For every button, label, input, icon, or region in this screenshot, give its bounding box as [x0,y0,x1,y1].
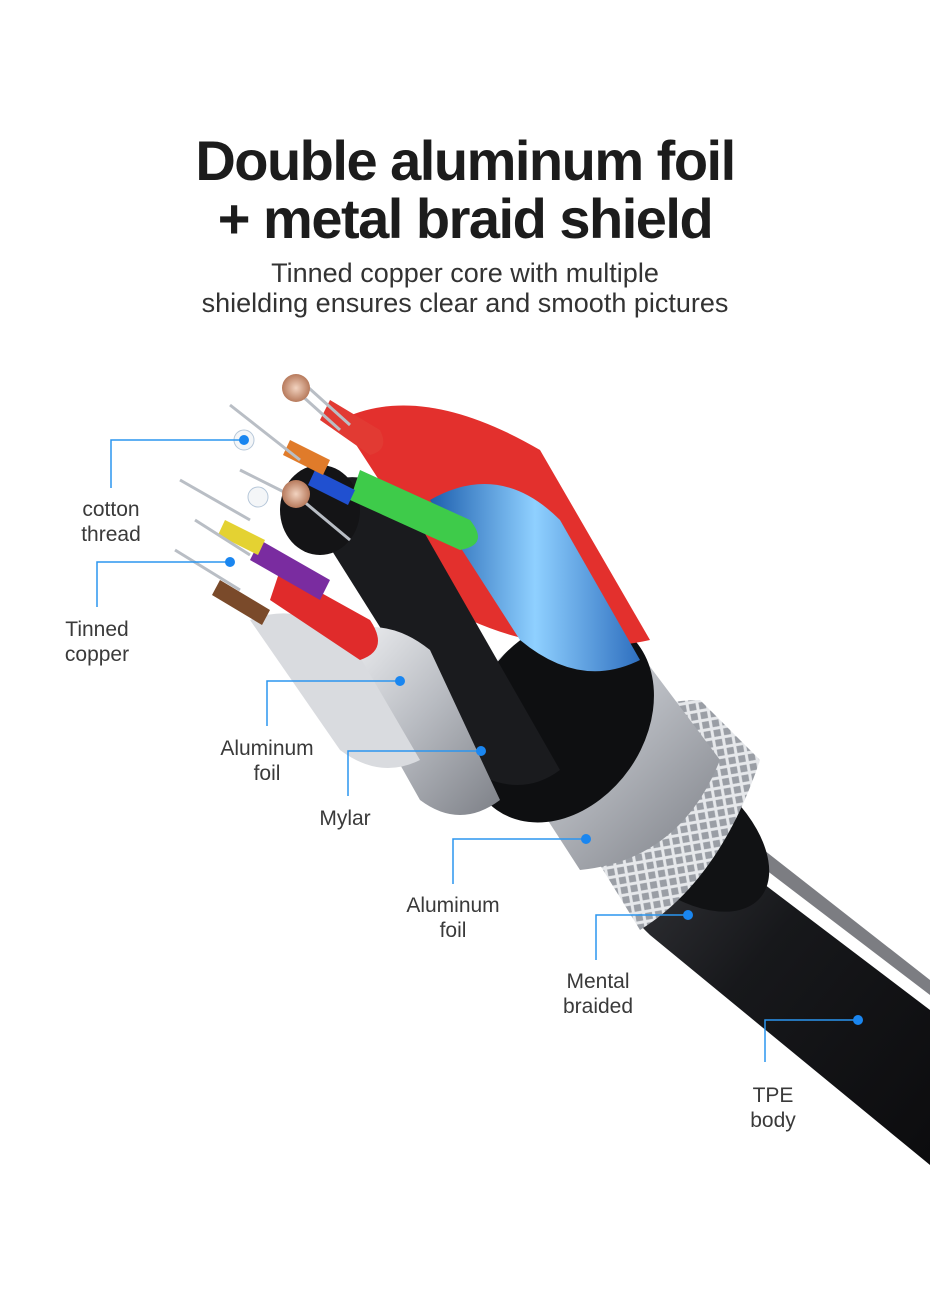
red-conductor [270,570,378,660]
subtitle-line-2: shielding ensures clear and smooth pictu… [201,288,729,318]
leader-lines [96,439,858,1062]
callout-line: copper [64,643,130,666]
black-pair-jacket [300,477,560,785]
callout-line: Aluminum [406,894,500,917]
callout-aluminum-foil-outer: Aluminum foil [406,893,499,943]
callout-line: TPE [752,1084,794,1107]
callout-line: foil [439,919,467,942]
callout-tpe-body: TPE body [750,1083,796,1133]
subtitle-line-1: Tinned copper core with multiple [271,258,659,288]
headline: Double aluminum foil + metal braid shiel… [0,132,930,248]
leader-dots [225,435,863,1025]
headline-line-2: + metal braid shield [217,187,714,250]
callout-line: thread [81,523,141,546]
blue-foil-wrap [430,484,640,672]
callout-tinned-copper: Tinned copper [65,617,129,667]
green-conductor [350,470,478,550]
callout-line: Tinned [65,618,129,641]
yellow-conductor [218,520,265,555]
callout-line: braided [562,995,634,1018]
callout-line: Mylar [319,807,371,830]
purple-conductor [250,540,330,600]
callout-line: cotton [82,498,140,521]
callout-cotton-thread: cotton thread [81,497,141,547]
callout-line: Mental [566,970,630,993]
headline-line-1: Double aluminum foil [195,129,736,192]
copper-core-end [282,374,310,402]
cotton-thread-end [247,486,269,508]
blue-conductor [308,470,355,505]
callout-aluminum-foil-inner: Aluminum foil [220,736,313,786]
brown-conductor [212,580,270,625]
callout-line: Aluminum [220,737,314,760]
foil-pair [250,613,420,768]
mylar-pair [330,627,500,815]
subtitle: Tinned copper core with multiple shieldi… [0,258,930,318]
callout-mylar: Mylar [319,806,370,831]
callout-metal-braid: Mental braided [563,969,633,1019]
copper-core-end [282,480,310,508]
callout-line: foil [253,762,281,785]
orange-conductor [283,440,330,475]
callout-line: body [750,1109,796,1132]
